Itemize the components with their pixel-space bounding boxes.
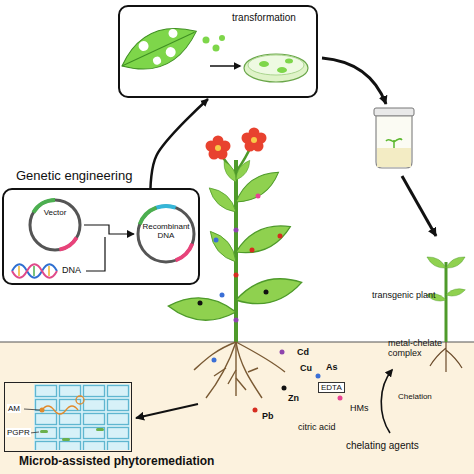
metal-label: As xyxy=(326,362,338,372)
metal-label: Cd xyxy=(297,347,309,357)
connector-arrow xyxy=(84,225,134,234)
plasmid-circle: Recombinant DNA xyxy=(134,202,198,266)
process-box: transformation xyxy=(118,5,318,98)
metal-label: Zn xyxy=(288,393,299,403)
panel-box: VectorRecombinant DNAGenetic engineering xyxy=(2,188,200,285)
microbe-label: AM xyxy=(7,404,21,413)
panel-box: Microb-assisted phytoremediation xyxy=(4,382,132,452)
plant xyxy=(167,128,342,413)
metal-label: Pb xyxy=(262,411,274,421)
chelator-label: chelating agents xyxy=(346,440,419,452)
node-label: Recombinant DNA xyxy=(140,222,192,240)
leaf-discs xyxy=(115,16,308,82)
transgenic-seedling xyxy=(425,254,467,372)
connector-arrow xyxy=(151,99,209,188)
panel-heading: Microb-assisted phytoremediation xyxy=(19,455,214,469)
dna-label: DNA xyxy=(62,265,81,275)
panel-heading: Genetic engineering xyxy=(16,169,132,184)
plant-label: transgenic plant xyxy=(372,290,436,300)
chelator-label: EDTA xyxy=(318,382,345,393)
complex-label: metal-chelate complex xyxy=(388,338,458,359)
process-label: Chelation xyxy=(398,392,432,401)
metal-label: Cu xyxy=(300,363,312,373)
root-cells xyxy=(24,384,130,450)
plasmid-ring xyxy=(26,196,84,254)
metal-label: HMs xyxy=(350,403,369,413)
chelator-label: citric acid xyxy=(298,422,336,432)
node-label: transformation xyxy=(232,12,296,24)
plasmid-circle: Vector xyxy=(26,196,84,254)
microbe-label: PGPR xyxy=(6,428,31,437)
dna-helix xyxy=(12,264,57,278)
culture-jar xyxy=(374,108,414,168)
soil xyxy=(0,342,474,474)
node-label: Vector xyxy=(26,208,84,217)
